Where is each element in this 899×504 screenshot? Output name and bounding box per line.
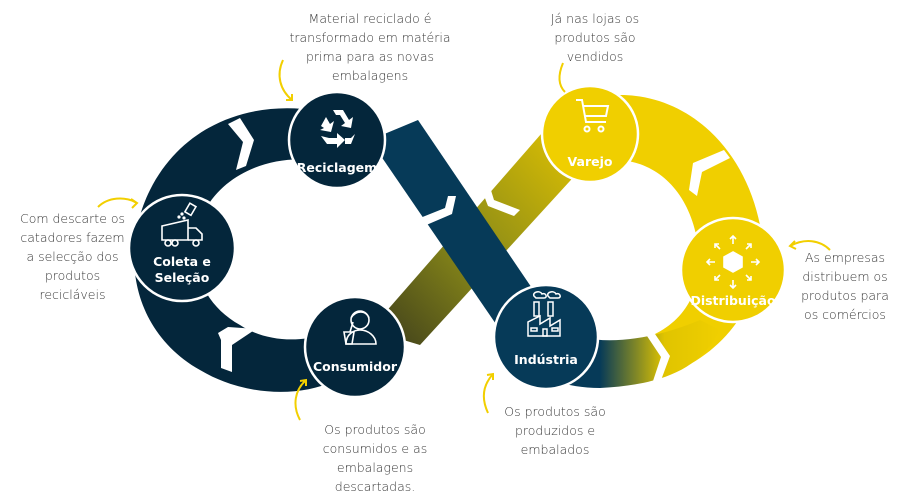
node-consumidor[interactable]: Consumidor — [303, 295, 407, 399]
factory-icon — [527, 291, 561, 337]
node-coleta-selecao[interactable]: Coleta e Seleção — [127, 193, 237, 303]
caption-varejo: Já nas lojas os produtos são vendidos — [550, 11, 640, 64]
left-loop — [134, 108, 360, 392]
box-distribution-icon — [705, 234, 761, 290]
arrow-to-distribuicao-icon — [788, 240, 831, 251]
navy-crossing-band — [370, 120, 540, 330]
chevron-separator — [478, 174, 520, 216]
chevron-separator — [647, 334, 670, 384]
node-label: Indústria — [514, 352, 578, 367]
caption-reciclagem: Material reciclado é transformado em mat… — [289, 11, 451, 83]
arrow-to-coleta-icon — [97, 197, 139, 209]
node-varejo[interactable]: Varejo — [540, 84, 640, 184]
caption-distribuicao: As empresas distribuem os produtos para … — [801, 250, 889, 322]
chevron-separator — [420, 196, 456, 226]
arrow-to-consumidor-icon — [294, 378, 307, 421]
node-label: Varejo — [568, 154, 613, 169]
arrow-to-reciclagem-icon — [278, 59, 293, 101]
chevron-separator — [228, 118, 254, 170]
shopping-cart-icon — [576, 99, 610, 133]
node-distribuicao[interactable]: Distribuição — [679, 216, 787, 324]
node-label: Consumidor — [313, 359, 398, 374]
chevron-separator — [218, 327, 256, 372]
node-industria[interactable]: Indústria — [492, 283, 600, 391]
arrow-to-industria-icon — [482, 372, 494, 414]
left-loop-ring — [134, 108, 360, 392]
node-label-line2: Seleção — [155, 270, 210, 285]
node-reciclagem[interactable]: Reciclagem — [287, 90, 387, 190]
caption-industria: Os produtos são produzidos e embalados — [504, 404, 606, 457]
chevron-separator — [689, 150, 730, 196]
caption-consumidor: Os produtos são consumidos e as embalage… — [322, 422, 428, 494]
node-label: Reciclagem — [297, 160, 377, 175]
garbage-truck-icon — [161, 202, 203, 247]
pointer-arrows — [97, 59, 831, 421]
arrow-to-varejo-icon — [558, 62, 566, 93]
node-label-line1: Coleta e — [153, 254, 211, 269]
caption-coleta: Com descarte os catadores fazem a selecç… — [19, 211, 126, 302]
crossing-bands — [370, 118, 580, 345]
recycle-icon — [320, 110, 355, 148]
node-label: Distribuição — [690, 293, 776, 308]
person-drinking-icon — [343, 310, 377, 345]
